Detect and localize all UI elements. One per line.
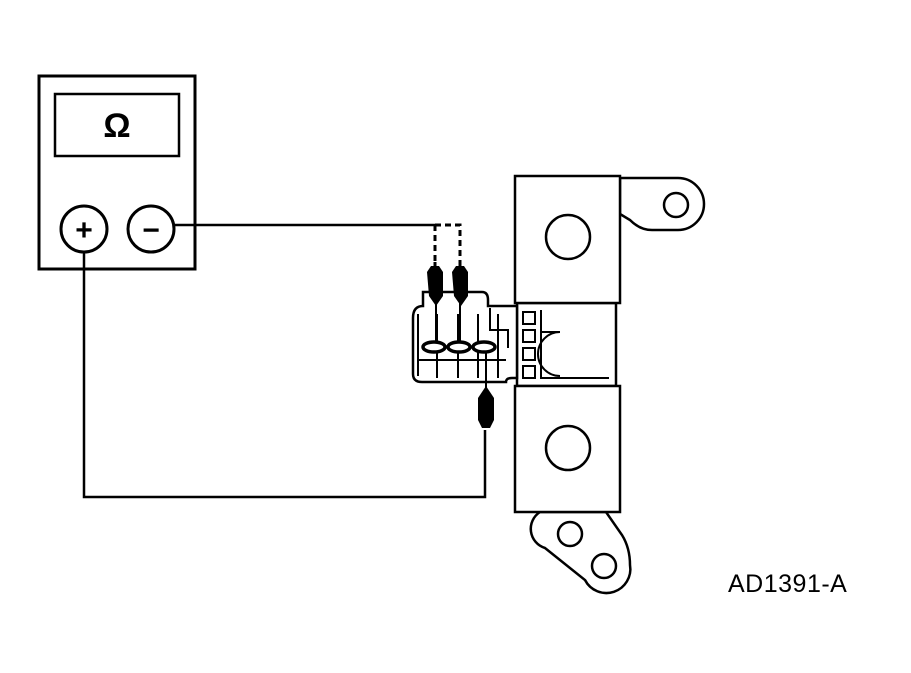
lower-terminal-stud [544,424,592,472]
electrical-connector [411,290,519,384]
ohm-symbol: Ω [103,107,130,145]
center-slot-2 [522,329,536,343]
lower-bracket-hole-2 [590,552,618,580]
lower-bracket-hole-1 [556,520,584,548]
negative-lead-dashed-link [433,223,462,262]
positive-symbol: + [75,214,93,247]
negative-probe-1 [427,262,443,343]
negative-terminal [126,204,176,254]
center-slot-1 [522,311,536,325]
negative-symbol: − [142,214,160,247]
upper-mounting-bracket [618,176,706,232]
positive-probe [478,352,494,428]
lower-mounting-bracket [529,510,632,595]
multimeter: Ω + − [37,74,197,271]
negative-probe-2 [452,262,468,343]
connector-terminal-pins [421,340,497,354]
center-slot-3 [522,347,536,361]
component-center-body [515,301,618,388]
upper-bracket-hole [662,191,690,219]
center-slot-4 [522,365,536,379]
upper-terminal-stud [544,213,592,261]
positive-test-lead [82,252,487,499]
multimeter-display [53,92,181,158]
upper-terminal-block [513,174,622,305]
lower-terminal-block [513,384,622,514]
figure-id-label: AD1391-A [728,570,848,598]
